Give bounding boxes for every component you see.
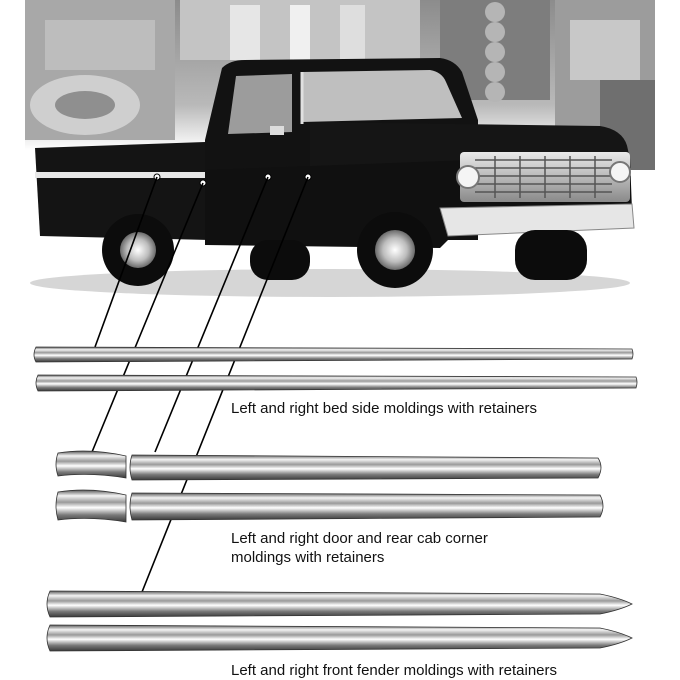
front-fender-moldings-caption: Left and right front fender moldings wit… xyxy=(231,662,558,679)
truck xyxy=(35,58,635,288)
door-moldings-caption: Left and right door and rear cab corner … xyxy=(231,529,488,567)
headlight-right xyxy=(609,161,631,183)
rear-window xyxy=(228,74,292,134)
rear-wheel xyxy=(102,214,174,286)
rear-cab-corner-moldings xyxy=(55,450,127,523)
front-bumper xyxy=(439,203,635,237)
windshield xyxy=(302,70,462,122)
front-fender-moldings xyxy=(46,590,633,652)
far-rear-wheel xyxy=(250,240,310,280)
door-moldings-caption-line2: moldings with retainers xyxy=(231,549,385,566)
front-wheel xyxy=(357,212,433,288)
ground-shadow xyxy=(30,269,630,297)
headlight-left xyxy=(456,165,480,189)
door-moldings xyxy=(129,454,604,521)
factory-background xyxy=(25,0,655,170)
far-front-wheel xyxy=(515,230,587,280)
bed-side-moldings-caption: Left and right bed side moldings with re… xyxy=(231,400,538,417)
door-moldings-caption-line1: Left and right door and rear cab corner xyxy=(231,530,488,547)
molding-points xyxy=(153,173,312,187)
bed-side-moldings xyxy=(33,346,638,392)
